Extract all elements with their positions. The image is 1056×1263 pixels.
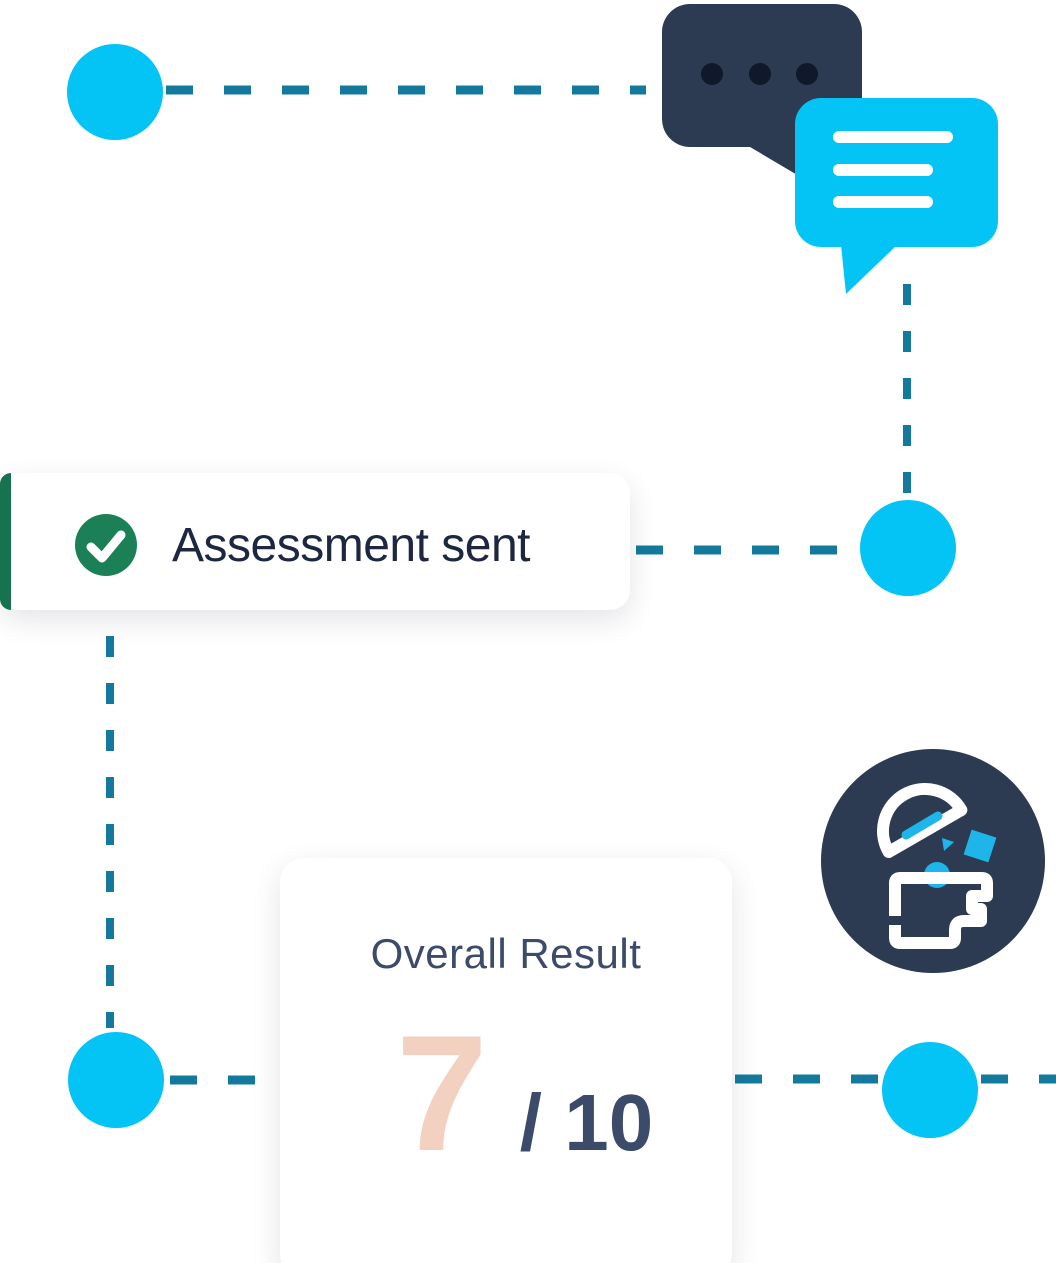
score-row: 7 / 10: [396, 1011, 653, 1176]
open-head-ideas-icon: [821, 749, 1045, 973]
message-chat-bubble-icon: [795, 98, 998, 294]
overall-result-card: Overall Result 7 / 10: [280, 858, 732, 1263]
message-line-2: [833, 164, 933, 176]
typing-dot-3: [796, 63, 818, 85]
chat-bubble-tail-cyan: [841, 245, 897, 294]
checkmark-icon: [86, 530, 126, 563]
fragment-square: [963, 829, 997, 863]
open-head-ideas-svg: [821, 749, 1045, 973]
score-value: 7: [396, 1001, 488, 1185]
result-title: Overall Result: [370, 930, 642, 977]
chat-bubble-tail-dark: [745, 144, 799, 176]
status-accent-bar: [0, 473, 11, 610]
flow-node-circle-bottom-left: [68, 1032, 164, 1128]
message-line-3: [833, 196, 933, 208]
score-out-of: / 10: [519, 1078, 654, 1167]
assessment-status-card: Assessment sent: [0, 473, 630, 610]
head-profile: [889, 872, 993, 949]
fragment-triangle: [942, 838, 954, 851]
flow-node-circle-top-left: [67, 44, 163, 140]
typing-dot-1: [701, 63, 723, 85]
status-label: Assessment sent: [172, 519, 530, 572]
message-line-1: [833, 131, 953, 143]
skull-dome: [877, 783, 968, 858]
flow-node-circle-mid-right: [860, 500, 956, 596]
flow-node-circle-bottom-right: [882, 1042, 978, 1138]
typing-dot-2: [749, 63, 771, 85]
check-badge: [75, 514, 137, 576]
icon-background-circle: [821, 749, 1045, 973]
spark-line: [901, 811, 943, 840]
